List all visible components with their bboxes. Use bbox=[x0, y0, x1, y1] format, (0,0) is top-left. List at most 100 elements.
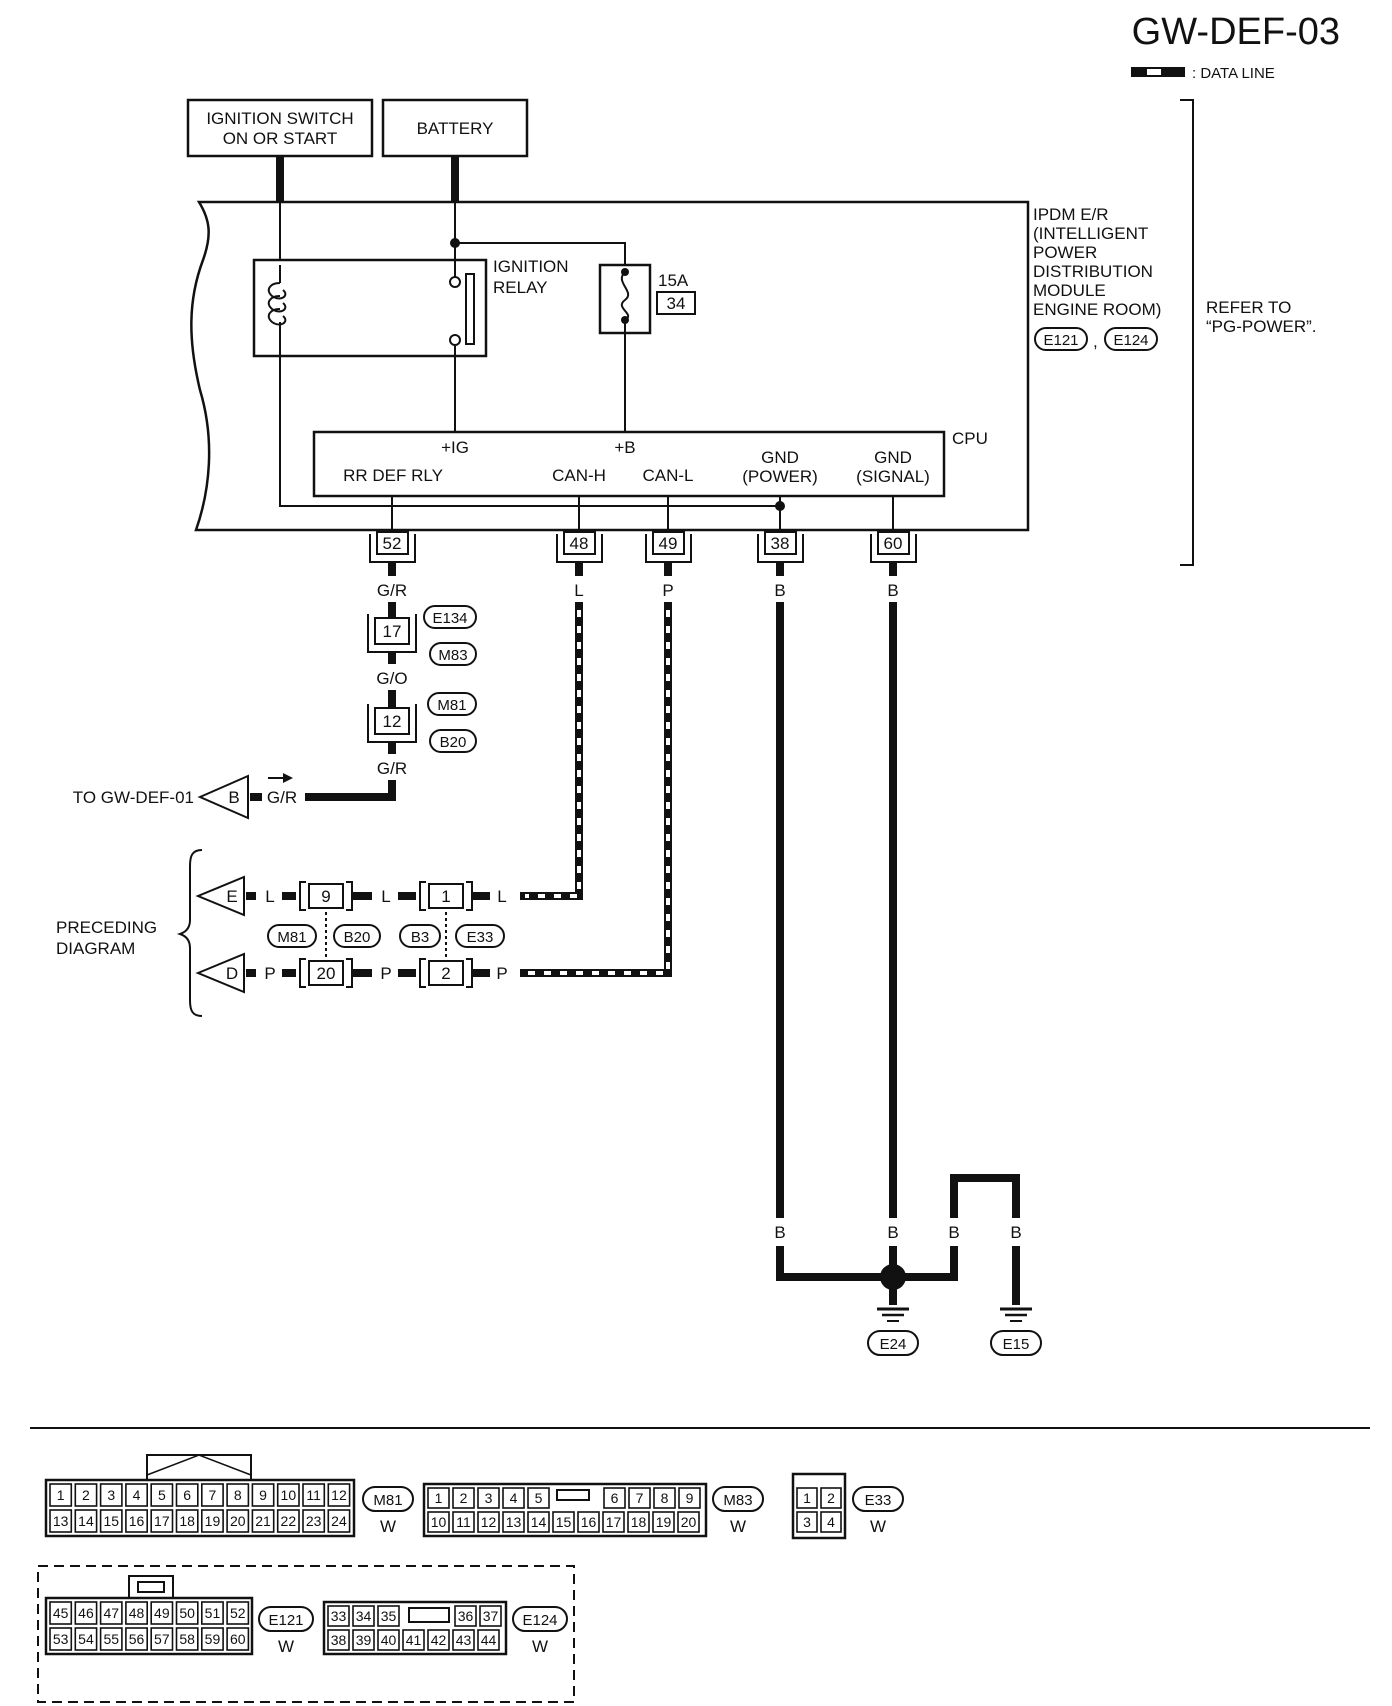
ignition-switch-label-2: ON OR START bbox=[223, 129, 338, 148]
cpu-box: CPU +IG +B RR DEF RLY CAN-H CAN-L GND (P… bbox=[312, 429, 988, 498]
battery-box: BATTERY bbox=[381, 98, 529, 158]
wire-color-60: B bbox=[887, 581, 898, 600]
e121-pin-53: 53 bbox=[49, 1627, 73, 1651]
m83-pin-3: 3 bbox=[477, 1487, 500, 1509]
e124-pin-43: 43 bbox=[452, 1629, 475, 1651]
wire-d-p-3: P bbox=[496, 964, 507, 983]
ignition-switch-box: IGNITION SWITCH ON OR START bbox=[186, 98, 374, 158]
cpu-gnd-power-label-1: GND bbox=[761, 448, 799, 467]
ipdm-line-1: IPDM E/R bbox=[1033, 205, 1109, 224]
m83-pin-18: 18 bbox=[627, 1511, 650, 1533]
data-line-legend: : DATA LINE bbox=[1131, 65, 1275, 82]
m81-pin-9: 9 bbox=[251, 1483, 275, 1507]
m81-pin-13: 13 bbox=[49, 1509, 73, 1533]
wire-d-p-1: P bbox=[264, 964, 275, 983]
e124-pin-label: 33 bbox=[331, 1608, 347, 1624]
e33-pin-3: 3 bbox=[796, 1511, 818, 1533]
m83-pin-label: 14 bbox=[531, 1514, 547, 1530]
m81-pin-21: 21 bbox=[251, 1509, 275, 1533]
fuse-34: 15A 34 bbox=[598, 263, 696, 335]
m83-pin-label: 15 bbox=[556, 1514, 572, 1530]
ground-e24: E24 bbox=[867, 1307, 919, 1356]
e121-pin-48: 48 bbox=[125, 1601, 149, 1625]
m83-pin-label: 5 bbox=[535, 1490, 543, 1506]
connector-12-tag-1: M81 bbox=[437, 697, 466, 714]
e121-pin-60: 60 bbox=[226, 1627, 250, 1651]
e121-pin-51: 51 bbox=[201, 1601, 224, 1625]
arrow-e-letter: E bbox=[226, 887, 237, 906]
m81-pin-23: 23 bbox=[302, 1509, 326, 1533]
e121-pin-label: 59 bbox=[205, 1631, 221, 1647]
m81-pin-19: 19 bbox=[201, 1509, 224, 1533]
wire-e-l-3: L bbox=[497, 887, 506, 906]
wire-e-l-2: L bbox=[381, 887, 390, 906]
m81-pin-17: 17 bbox=[150, 1509, 174, 1533]
connector-12-tag-2: B20 bbox=[440, 734, 467, 751]
rr-def-branch: 17 E134 M83 G/O 12 M81 B20 G/R G/R B TO … bbox=[73, 602, 477, 820]
connector-17-label: 17 bbox=[383, 622, 402, 641]
preceding-diagram: PRECEDING DIAGRAM E L 9 L 1 L M81 B20 B3… bbox=[56, 849, 508, 1017]
m81-pin-16: 16 bbox=[125, 1509, 149, 1533]
e124-pin-label: 38 bbox=[331, 1632, 347, 1648]
can-l-data-line bbox=[520, 602, 672, 977]
e121-pin-label: 53 bbox=[53, 1631, 69, 1647]
m83-pin-4: 4 bbox=[502, 1487, 525, 1509]
cpu-can-l-label: CAN-L bbox=[642, 466, 693, 485]
ipdm-label: IPDM E/R (INTELLIGENT POWER DISTRIBUTION… bbox=[1033, 205, 1161, 351]
connector-17-tag-2: M83 bbox=[438, 647, 467, 664]
m83-pin-label: 4 bbox=[510, 1490, 518, 1506]
to-gw-def-01-label: TO GW-DEF-01 bbox=[73, 788, 194, 807]
m81-pin-label: 4 bbox=[133, 1487, 141, 1503]
e124-pin-41: 41 bbox=[402, 1629, 425, 1651]
m81-pin-label: 3 bbox=[107, 1487, 115, 1503]
e124-pin-label: 34 bbox=[356, 1608, 372, 1624]
m81-pin-label: 21 bbox=[255, 1513, 271, 1529]
m81-pin-14: 14 bbox=[74, 1509, 98, 1533]
m81-pin-5: 5 bbox=[150, 1483, 174, 1507]
e124-pin-label: 44 bbox=[481, 1632, 497, 1648]
ground-e24-label: E24 bbox=[880, 1336, 907, 1353]
m83-pin-5: 5 bbox=[527, 1487, 550, 1509]
e124-pin-label: 42 bbox=[431, 1632, 447, 1648]
e124-pin-35: 35 bbox=[377, 1605, 400, 1627]
e121-pin-label: 57 bbox=[154, 1631, 170, 1647]
e121-pin-label: 49 bbox=[154, 1605, 170, 1621]
e124-pin-label: 36 bbox=[458, 1608, 474, 1624]
m81-pin-20: 20 bbox=[226, 1509, 250, 1533]
e124-pin-label: 39 bbox=[356, 1632, 372, 1648]
m83-pin-12: 12 bbox=[477, 1511, 500, 1533]
m83-pin-label: 11 bbox=[456, 1514, 471, 1530]
m81-pin-label: 23 bbox=[306, 1513, 322, 1529]
e124-pin-42: 42 bbox=[427, 1629, 450, 1651]
ipdm-comma: , bbox=[1093, 332, 1098, 351]
cpu-rr-def-rly-label: RR DEF RLY bbox=[343, 466, 443, 485]
m81-pin-22: 22 bbox=[276, 1509, 300, 1533]
m81-pin-2: 2 bbox=[74, 1483, 98, 1507]
cpu-b-label: +B bbox=[614, 438, 635, 457]
battery-label: BATTERY bbox=[417, 119, 494, 138]
wire-color-52: G/R bbox=[377, 581, 407, 600]
refer-line-1: REFER TO bbox=[1206, 298, 1291, 317]
terminal-48: 48 bbox=[556, 531, 603, 563]
cpu-gnd-power-label-2: (POWER) bbox=[742, 467, 818, 486]
e124-pin-40: 40 bbox=[377, 1629, 400, 1651]
m83-pin-label: 18 bbox=[631, 1514, 647, 1530]
m83-pin-label: 10 bbox=[431, 1514, 447, 1530]
e121-pin-54: 54 bbox=[74, 1627, 98, 1651]
ipdm-line-5: MODULE bbox=[1033, 281, 1106, 300]
connector-17-tag-1: E134 bbox=[432, 610, 467, 627]
m83-pin-6: 6 bbox=[603, 1487, 626, 1509]
m81-pin-label: 22 bbox=[281, 1513, 297, 1529]
ipdm-outline bbox=[190, 200, 1030, 532]
ground-wiring: B B B B E24 E15 bbox=[774, 602, 1042, 1356]
m83-pin-10: 10 bbox=[427, 1511, 450, 1533]
m83-pin-label: 3 bbox=[485, 1490, 493, 1506]
refer-line-2: “PG-POWER”. bbox=[1206, 317, 1317, 336]
m81-pin-label: 19 bbox=[205, 1513, 221, 1529]
terminal-49: 49 bbox=[645, 531, 692, 563]
relay-label-2: RELAY bbox=[493, 278, 548, 297]
e124-pin-label: 37 bbox=[483, 1608, 499, 1624]
wire-color-mid-2: G/R bbox=[377, 759, 407, 778]
m83-pin-label: 9 bbox=[686, 1490, 694, 1506]
